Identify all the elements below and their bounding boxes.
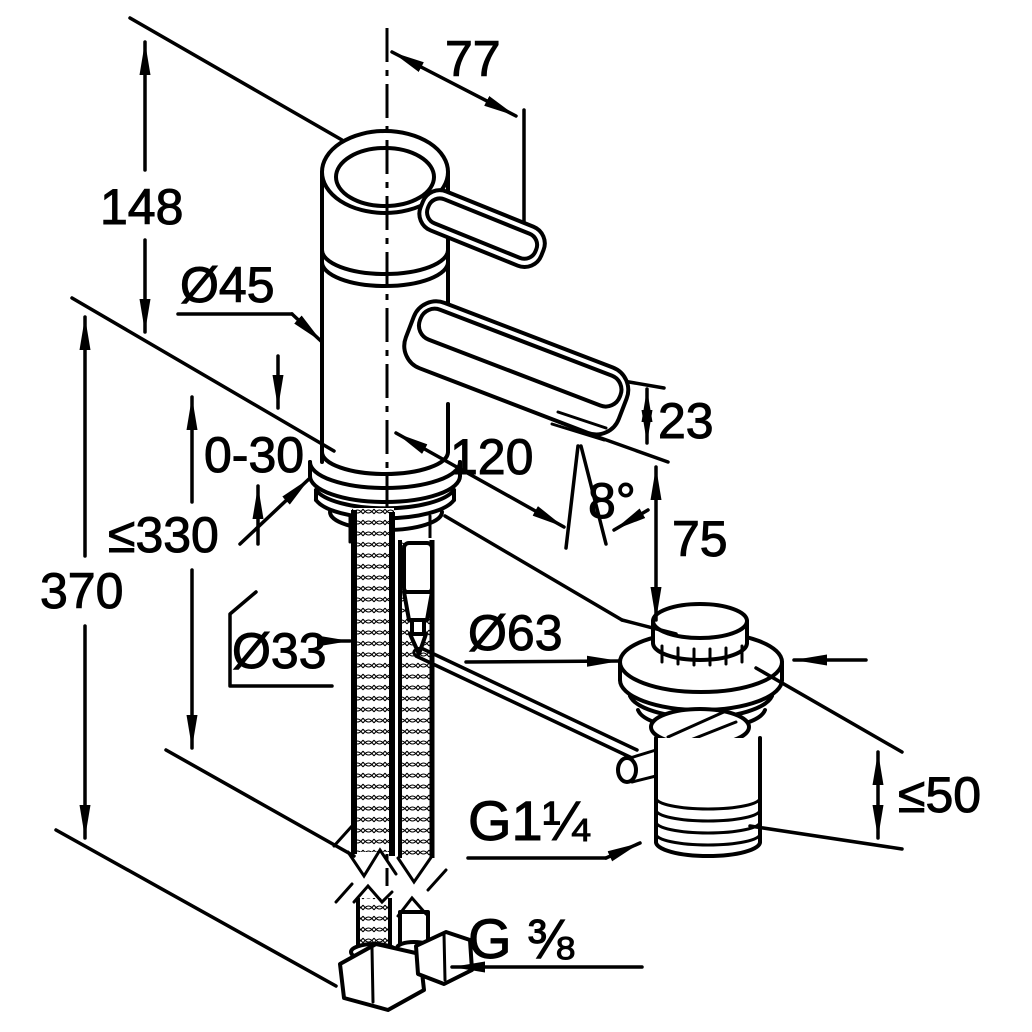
rod-clamp — [616, 756, 638, 784]
dim-d33-label: Ø33 — [232, 623, 327, 679]
dim-330-label: ≤330 — [108, 507, 219, 563]
supply-connectors — [334, 882, 474, 1012]
dim-370-label: 370 — [40, 563, 123, 619]
deck-line-left — [70, 296, 336, 453]
pop-up-rod — [412, 646, 639, 760]
dim-g114-label: G1¼ — [468, 789, 591, 852]
dim-g38-label: G ⅜ — [468, 907, 574, 970]
dim-8deg-label: 8° — [588, 473, 636, 529]
dim-50-label: ≤50 — [898, 767, 981, 823]
dim-120-line — [394, 431, 566, 529]
dim-d45-leader — [290, 312, 324, 344]
dim-030-label: 0-30 — [204, 427, 304, 483]
angle-line-a — [564, 444, 580, 550]
dim-d63-label: Ø63 — [468, 605, 563, 661]
dim-23-label: 23 — [658, 393, 714, 449]
dim-75-label: 75 — [672, 511, 728, 567]
dim-d63-arrow-left — [464, 655, 622, 667]
angle-line-b — [579, 444, 608, 546]
hose-break-mark — [346, 847, 398, 879]
ext-line-waste-bottom — [748, 824, 904, 851]
handle-cap-top — [320, 129, 450, 215]
waste-assembly — [616, 602, 784, 858]
deck-line-right — [443, 514, 624, 622]
dim-d33-bracket — [228, 590, 334, 688]
dim-g114-arrow — [604, 841, 642, 862]
deck-leader — [238, 476, 312, 546]
dim-120-label: 120 — [450, 429, 533, 485]
ext-line-top — [128, 16, 344, 142]
ext-line-bottom — [54, 828, 338, 988]
lever-handle — [417, 188, 547, 269]
dimensions: 77 148 Ø45 370 ≤330 0-30 Ø33 120 — [40, 31, 982, 973]
dim-d45-label: Ø45 — [180, 257, 275, 313]
dim-8deg-arrow — [612, 508, 650, 532]
aerator — [550, 422, 606, 442]
ext-line-deck-at-waste — [620, 618, 678, 636]
dim-77-line — [390, 50, 518, 118]
hex-nut-left — [338, 942, 426, 1012]
dim-148-label: 148 — [100, 179, 183, 235]
ext-line-waste-top — [754, 666, 904, 754]
faucet-body — [308, 129, 631, 544]
ext-line-spout-outlet — [596, 435, 670, 464]
waste-slots — [660, 644, 744, 667]
dim-77-label: 77 — [445, 31, 501, 87]
ext-line-hose-end — [164, 748, 356, 858]
spout — [402, 299, 631, 437]
pull-rod-fitting — [402, 541, 434, 656]
